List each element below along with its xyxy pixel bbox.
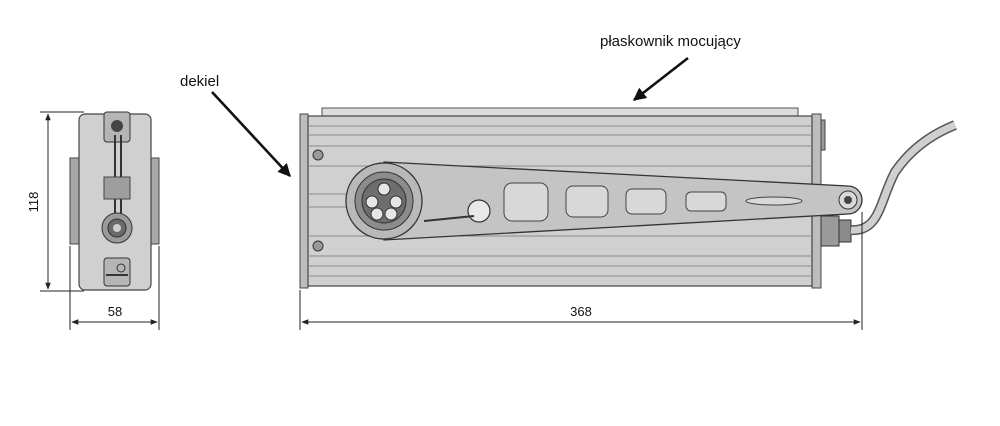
dimension-length-label: 368 — [570, 304, 592, 319]
logo-icon — [467, 199, 491, 223]
lever-arm — [383, 161, 863, 241]
dimension-depth-label: 58 — [108, 304, 122, 319]
cover-leader-arrow — [211, 91, 291, 177]
dimension-length — [299, 212, 863, 330]
bracket-label: płaskownik mocujący — [600, 33, 741, 50]
front-view — [299, 107, 957, 289]
connector-icon — [345, 162, 423, 240]
dimension-height-label: 118 — [26, 192, 41, 213]
screw-icon — [312, 149, 324, 161]
housing-ribs — [308, 125, 812, 277]
dimension-height — [40, 111, 84, 292]
dimension-depth — [69, 246, 160, 330]
side-view — [69, 111, 160, 291]
screw-icon — [312, 240, 324, 252]
cover-label: dekiel — [180, 73, 219, 90]
bracket-leader-arrow — [632, 56, 689, 102]
